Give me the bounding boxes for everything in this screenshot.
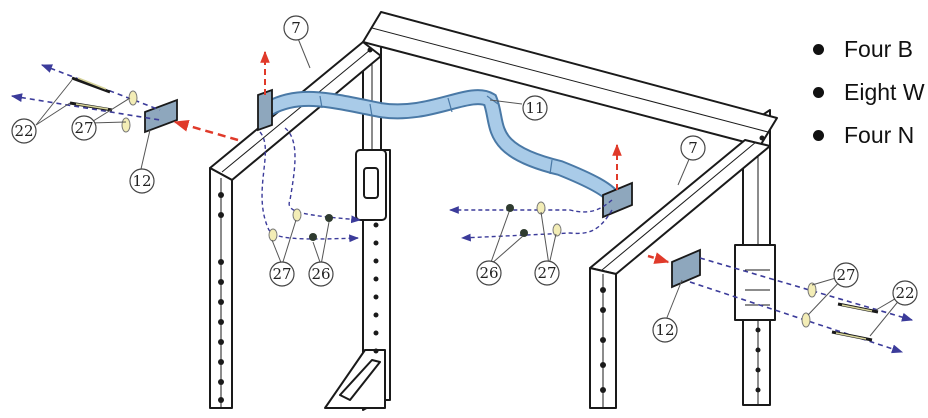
svg-text:26: 26 [479, 264, 498, 282]
svg-text:27: 27 [74, 119, 93, 137]
callout-27-center-left: 27 [269, 261, 295, 287]
svg-text:11: 11 [525, 99, 544, 117]
callout-12-left: 12 [129, 168, 155, 194]
callout-22-right: 22 [892, 280, 918, 306]
bullet-icon [813, 87, 824, 98]
plates [144, 88, 701, 289]
list-item-text: Four N [844, 122, 915, 148]
plate-upper-left [257, 88, 273, 132]
svg-text:12: 12 [132, 172, 151, 190]
callout-27-left: 27 [71, 115, 97, 141]
callout-11: 11 [522, 95, 548, 121]
plate-upper-right [602, 181, 633, 219]
center-right-hardware [449, 199, 613, 242]
callouts: 7 11 7 22 27 12 27 26 26 27 12 27 22 [11, 15, 918, 343]
callout-26-center-right: 26 [476, 260, 502, 286]
list-item-text: Eight W [844, 79, 925, 105]
center-left-hardware [259, 127, 361, 243]
plate-right [671, 248, 701, 289]
rack-frame [209, 11, 778, 411]
svg-text:7: 7 [291, 19, 301, 37]
svg-text:12: 12 [655, 321, 674, 339]
svg-text:27: 27 [272, 265, 291, 283]
svg-text:27: 27 [836, 266, 855, 284]
callout-7-top: 7 [283, 15, 309, 41]
svg-text:22: 22 [14, 122, 33, 140]
bullet-icon [813, 44, 824, 55]
plate-left [144, 98, 178, 134]
upright-holes [218, 47, 765, 403]
list-item: Four B [806, 28, 925, 71]
svg-text:27: 27 [537, 264, 556, 282]
callout-27-center-right: 27 [534, 260, 560, 286]
crossmember-back-top [362, 11, 778, 147]
list-item: Four N [806, 114, 925, 157]
lift-arrows [260, 50, 622, 190]
bullet-icon [813, 130, 824, 141]
padded-bar [262, 89, 623, 208]
left-hardware [10, 64, 239, 142]
callout-27-right: 27 [833, 262, 859, 288]
svg-text:26: 26 [311, 265, 330, 283]
svg-text:22: 22 [895, 284, 914, 302]
callout-12-right: 12 [652, 317, 678, 343]
callout-26-center-left: 26 [308, 261, 334, 287]
svg-text:7: 7 [688, 139, 698, 157]
callout-22-left: 22 [11, 118, 37, 144]
callout-7-right: 7 [680, 135, 706, 161]
list-item: Eight W [806, 71, 925, 114]
list-item-text: Four B [844, 36, 914, 62]
hardware-list: Four B Eight W Four N [806, 28, 925, 157]
